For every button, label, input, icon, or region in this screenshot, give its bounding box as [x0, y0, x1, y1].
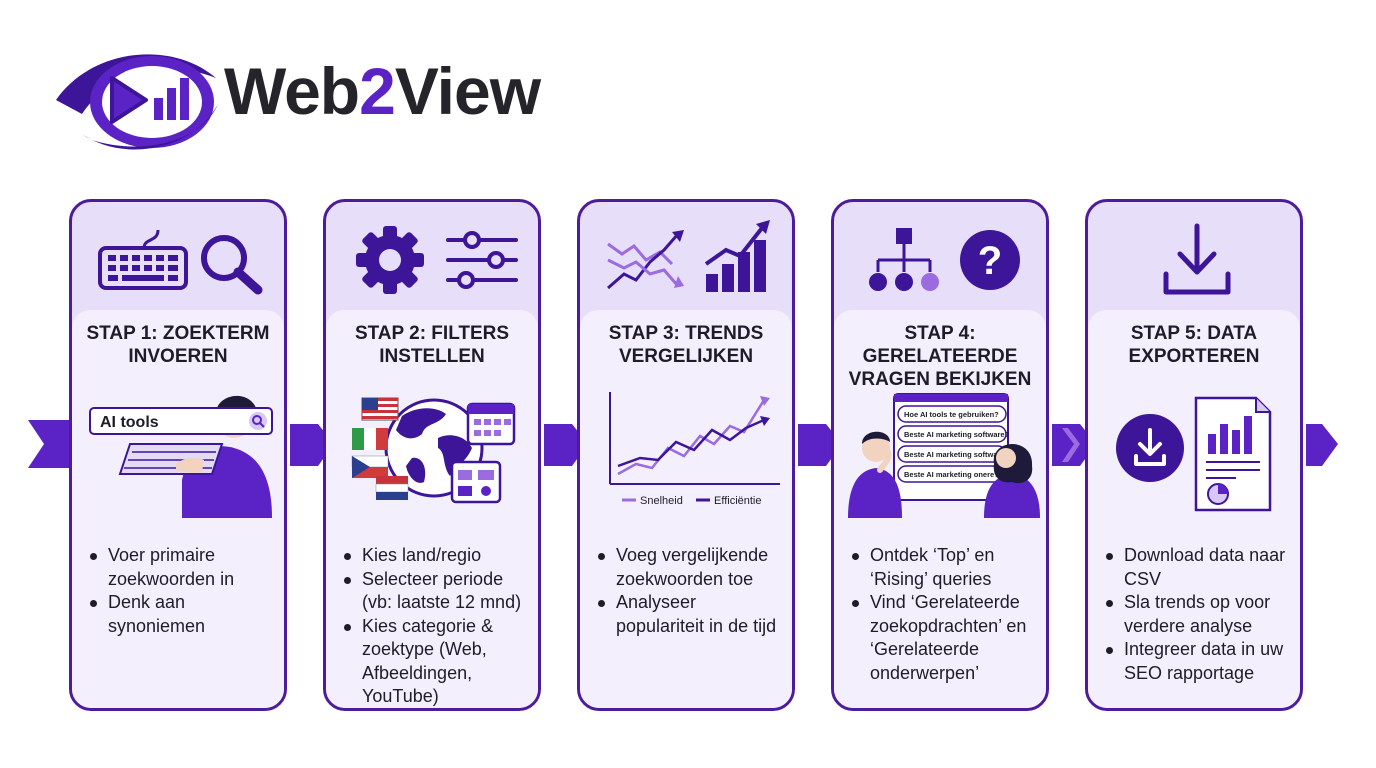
step-3-title: STAP 3: TRENDS VERGELIJKEN	[608, 323, 764, 367]
list-item: Ontdek ‘Top’ en ‘Rising’ queries	[846, 544, 1040, 591]
trend-line-snelheid	[617, 399, 766, 476]
brand-wordmark: Web2View	[224, 58, 541, 124]
step-1-bullets: Voer primaire zoekwoorden in Denk aan sy…	[84, 544, 278, 638]
calendar-icon	[466, 402, 516, 446]
step-card-5: STAP 5: DATA EXPORTEREN Download data na…	[1085, 199, 1303, 711]
keyboard-icon	[98, 229, 188, 290]
step-2-illustration	[326, 386, 538, 518]
brand-part-2: 2	[359, 54, 396, 128]
list-item: Denk aan synoniemen	[84, 591, 278, 638]
crossing-trends-icon	[607, 230, 684, 290]
step-4-bullets: Ontdek ‘Top’ en ‘Rising’ queries Vind ‘G…	[846, 544, 1040, 685]
step-5-bullets: Download data naar CSV Sla trends op voo…	[1100, 544, 1294, 685]
step-1-illustration: AI tools	[72, 386, 284, 518]
step-3-illustration: Snelheid Efficiëntie	[580, 386, 792, 518]
flag-italy-icon	[352, 428, 388, 450]
svg-text:?: ?	[978, 239, 1002, 283]
related-question-1: Hoe AI tools te gebruiken?	[904, 410, 999, 419]
magnifier-icon	[201, 235, 263, 295]
step-card-4: ? STAP 4: GERELATEERDE VRAGEN BEKIJKEN H…	[831, 199, 1049, 711]
list-item: Kies categorie & zoektype (Web, Afbeeldi…	[338, 615, 532, 709]
search-box-text: AI tools	[100, 414, 159, 431]
list-item: Kies land/regio	[338, 544, 532, 568]
brand-part-view: View	[394, 54, 541, 128]
brand-logo: Web2View	[52, 44, 592, 154]
list-item: Download data naar CSV	[1100, 544, 1294, 591]
person-reading-icon	[984, 444, 1040, 518]
legend-efficientie: Efficiëntie	[714, 495, 762, 507]
brand-part-web: Web	[224, 54, 360, 128]
gear-icon	[356, 226, 424, 294]
related-question-2: Beste AI marketing software?	[904, 430, 1010, 439]
report-document-icon	[1194, 396, 1272, 512]
step-1-icon-area	[72, 202, 284, 310]
step-3-bullets: Voeg vergelijkende zoekwoorden toe Analy…	[592, 544, 786, 638]
step-4-title: STAP 4: GERELATEERDE VRAGEN BEKIJKEN	[848, 323, 1032, 390]
eye-play-logo-icon	[56, 54, 218, 150]
flag-netherlands-icon	[375, 476, 409, 500]
person-thinking-icon	[848, 431, 902, 518]
list-item: Vind ‘Gerelateerde zoekopdrachten’ en ‘G…	[846, 591, 1040, 685]
sliders-icon	[446, 231, 518, 289]
list-item: Integreer data in uw SEO rapportage	[1100, 638, 1294, 685]
step-5-icon-area	[1088, 202, 1300, 310]
step-card-3: STAP 3: TRENDS VERGELIJKEN Snelheid Effi…	[577, 199, 795, 711]
media-types-icon	[450, 460, 502, 504]
step-2-title: STAP 2: FILTERS INSTELLEN	[354, 323, 510, 367]
step-5-title: STAP 5: DATA EXPORTEREN	[1128, 323, 1260, 367]
related-question-3: Beste AI marketing software?	[904, 450, 1010, 459]
step-2-icon-area	[326, 202, 538, 310]
step-1-title: STAP 1: ZOEKTERM INVOEREN	[86, 323, 270, 367]
step-4-icon-area: ?	[834, 202, 1046, 310]
step-2-bullets: Kies land/regio Selecteer periode (vb: l…	[338, 544, 532, 709]
list-item: Voer primaire zoekwoorden in	[84, 544, 278, 591]
flag-czech-icon	[351, 455, 389, 478]
download-circle-icon	[1116, 414, 1184, 482]
legend-snelheid: Snelheid	[640, 495, 683, 507]
step-3-body	[580, 310, 792, 708]
list-item: Analyseer populariteit in de tijd	[592, 591, 786, 638]
flag-usa-icon	[361, 397, 399, 421]
step-2-body	[326, 310, 538, 708]
question-icon: ?	[960, 230, 1020, 290]
trend-line-efficientie	[617, 418, 765, 468]
download-tray-icon	[1163, 223, 1231, 295]
hierarchy-icon	[869, 228, 939, 291]
list-item: Sla trends op voor verdere analyse	[1100, 591, 1294, 638]
step-card-2: STAP 2: FILTERS INSTELLEN	[323, 199, 541, 711]
step-card-1: STAP 1: ZOEKTERM INVOEREN AI tools Voer …	[69, 199, 287, 711]
step-3-icon-area	[580, 202, 792, 310]
step-5-illustration	[1088, 386, 1300, 518]
growth-bars-icon	[704, 220, 770, 292]
related-question-4: Beste AI marketing onere?	[904, 470, 999, 479]
list-item: Selecteer periode (vb: laatste 12 mnd)	[338, 568, 532, 615]
step-4-illustration: Hoe AI tools te gebruiken? Beste AI mark…	[834, 386, 1046, 518]
list-item: Voeg vergelijkende zoekwoorden toe	[592, 544, 786, 591]
